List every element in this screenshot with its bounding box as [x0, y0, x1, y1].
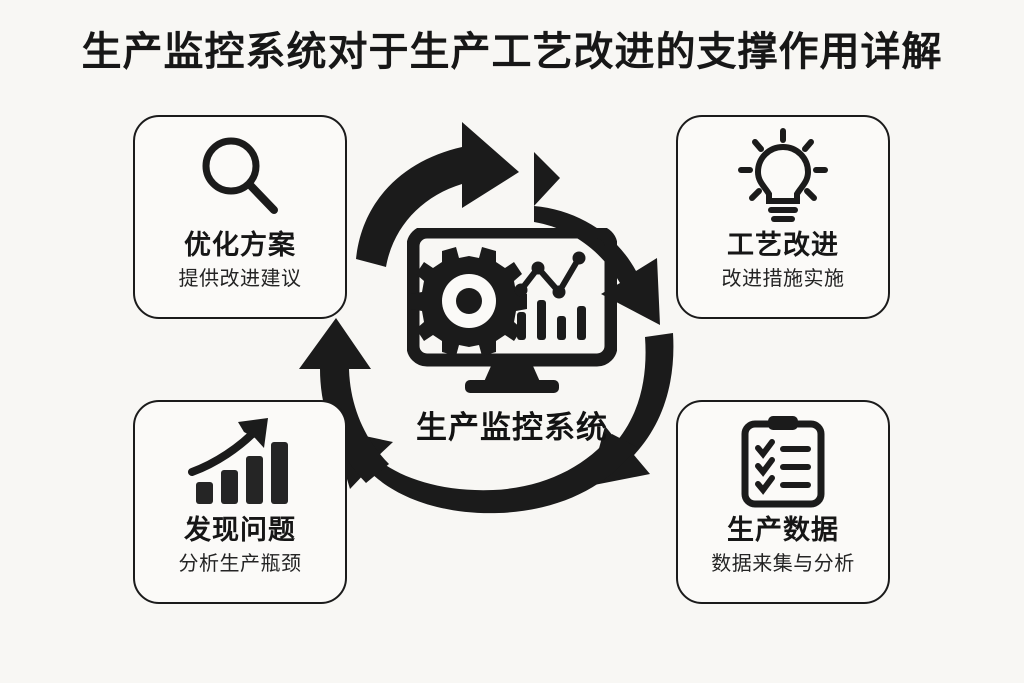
clipboard-checklist-icon	[741, 416, 825, 508]
card-subtitle: 数据来集与分析	[711, 552, 855, 575]
card-subtitle: 改进措施实施	[721, 267, 845, 290]
card-production-data[interactable]: 生产数据 数据来集与分析	[676, 400, 890, 604]
lightbulb-icon	[738, 128, 828, 222]
growth-bar-chart-icon	[188, 418, 288, 504]
card-optimization-plan[interactable]: 优化方案 提供改进建议	[133, 115, 347, 319]
card-problem-discovery[interactable]: 发现问题 分析生产瓶颈	[133, 400, 347, 604]
card-subtitle: 提供改进建议	[178, 267, 302, 290]
card-icon-wrap	[733, 125, 833, 229]
card-title: 发现问题	[184, 515, 296, 545]
card-icon-wrap	[188, 410, 292, 514]
card-subtitle: 分析生产瓶颈	[178, 552, 302, 575]
monitor-gear-chart-icon	[407, 228, 617, 393]
card-title: 优化方案	[184, 230, 296, 260]
page-title: 生产监控系统对于生产工艺改进的支撑作用详解	[81, 30, 943, 74]
card-title: 工艺改进	[727, 230, 839, 260]
card-icon-wrap	[193, 125, 287, 229]
card-icon-wrap	[740, 410, 826, 514]
card-title: 生产数据	[727, 515, 839, 545]
center-label: 生产监控系统	[416, 410, 608, 445]
center-node: 生产监控系统	[382, 228, 642, 448]
card-process-improvement[interactable]: 工艺改进 改进措施实施	[676, 115, 890, 319]
magnifier-icon	[202, 137, 278, 214]
